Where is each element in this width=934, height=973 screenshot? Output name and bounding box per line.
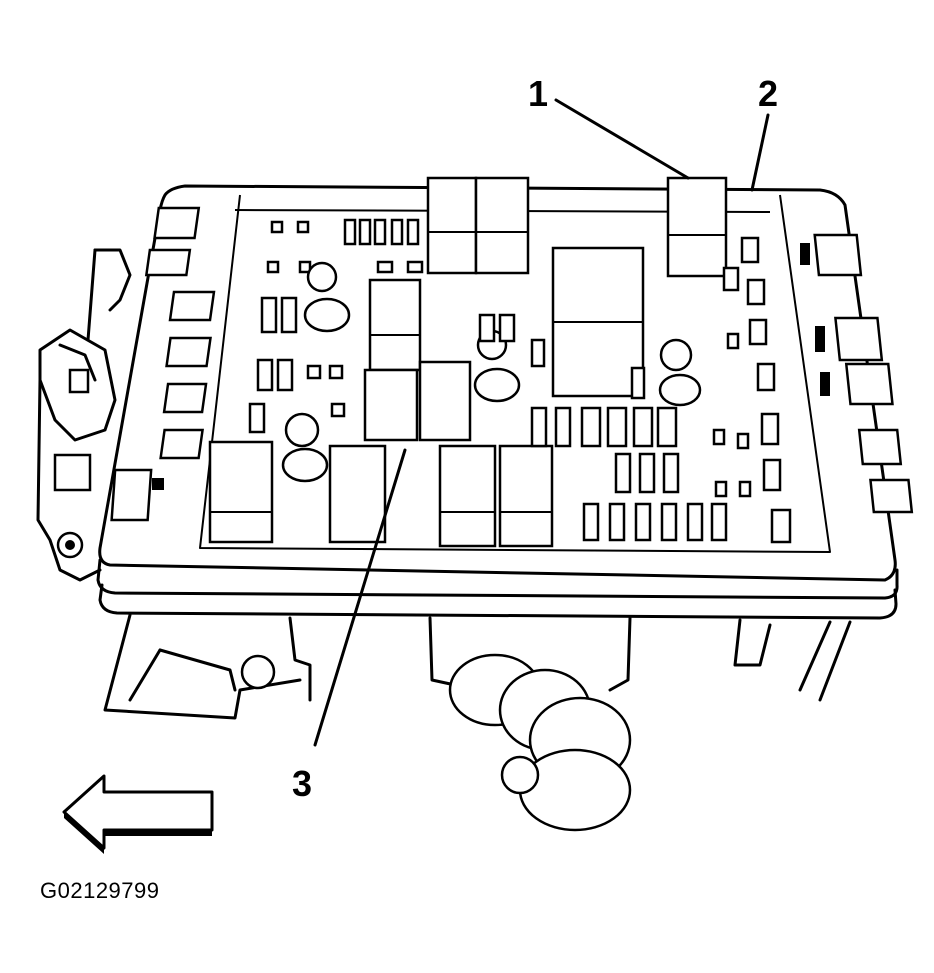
top-relays — [426, 176, 530, 275]
right-mini-fuses — [478, 236, 792, 544]
right-socket-column — [800, 233, 914, 514]
figure-id: G02129799 — [40, 878, 160, 903]
center-relays — [363, 278, 472, 442]
top-mini-fuses — [266, 218, 424, 274]
large-relay — [551, 246, 645, 398]
callout-2: 2 — [758, 73, 779, 114]
left-socket-column — [110, 206, 216, 522]
mid-fuses-left — [248, 296, 346, 434]
callout-1: 1 — [528, 73, 549, 114]
lower-frame — [103, 613, 852, 832]
left-arrow-icon — [62, 774, 214, 854]
left-bracket — [36, 248, 132, 582]
leader-lines — [313, 98, 770, 747]
bottom-relays — [208, 440, 554, 548]
relay-1 — [666, 176, 728, 278]
callout-3: 3 — [292, 763, 313, 804]
